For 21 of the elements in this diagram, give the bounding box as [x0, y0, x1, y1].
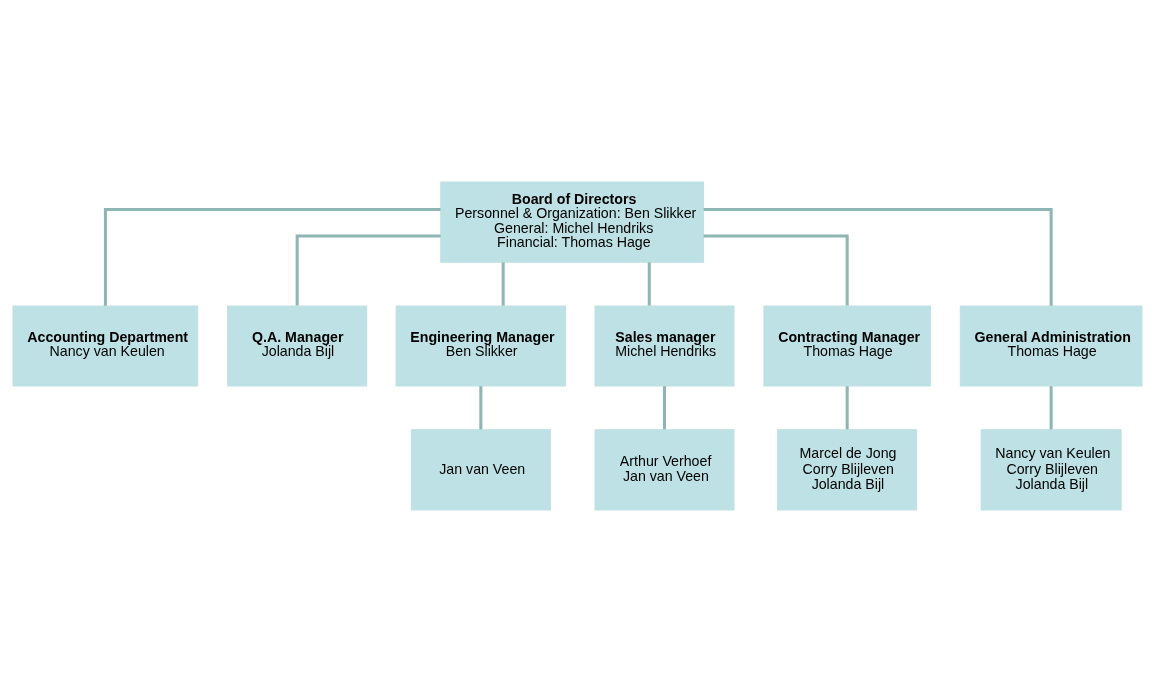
node-box: Accounting Department Nancy van Keulen [12, 304, 198, 387]
connector [845, 385, 849, 429]
node-box: Engineering Manager Ben Slikker [395, 304, 566, 387]
connector [103, 207, 441, 306]
node-box: General Administration Thomas Hage [959, 304, 1142, 387]
connector [647, 261, 651, 306]
node-box: Nancy van Keulen Corry Blijleven Jolanda Bijl [980, 428, 1122, 510]
node-box: Jan van Veen [410, 428, 551, 510]
connector [703, 207, 1053, 306]
node-box: Sales manager Michel Hendriks [594, 304, 735, 387]
connector [295, 233, 441, 306]
connector [501, 261, 505, 306]
connector [662, 385, 666, 429]
node-box: Marcel de Jong Corry Blijleven Jolanda Bijl [776, 428, 917, 510]
node-box: Q.A. Manager Jolanda Bijl [226, 304, 367, 387]
node-box: Arthur Verhoef Jan van Veen [594, 428, 735, 510]
connector [703, 233, 849, 306]
node-box: Contracting Manager Thomas Hage [762, 304, 931, 387]
node-box: Board of Directors Personnel & Organization: Ben Slikker General: Michel Hendriks Financial: Thomas Hage [439, 181, 704, 263]
connector [478, 385, 482, 429]
connector [1049, 385, 1053, 429]
